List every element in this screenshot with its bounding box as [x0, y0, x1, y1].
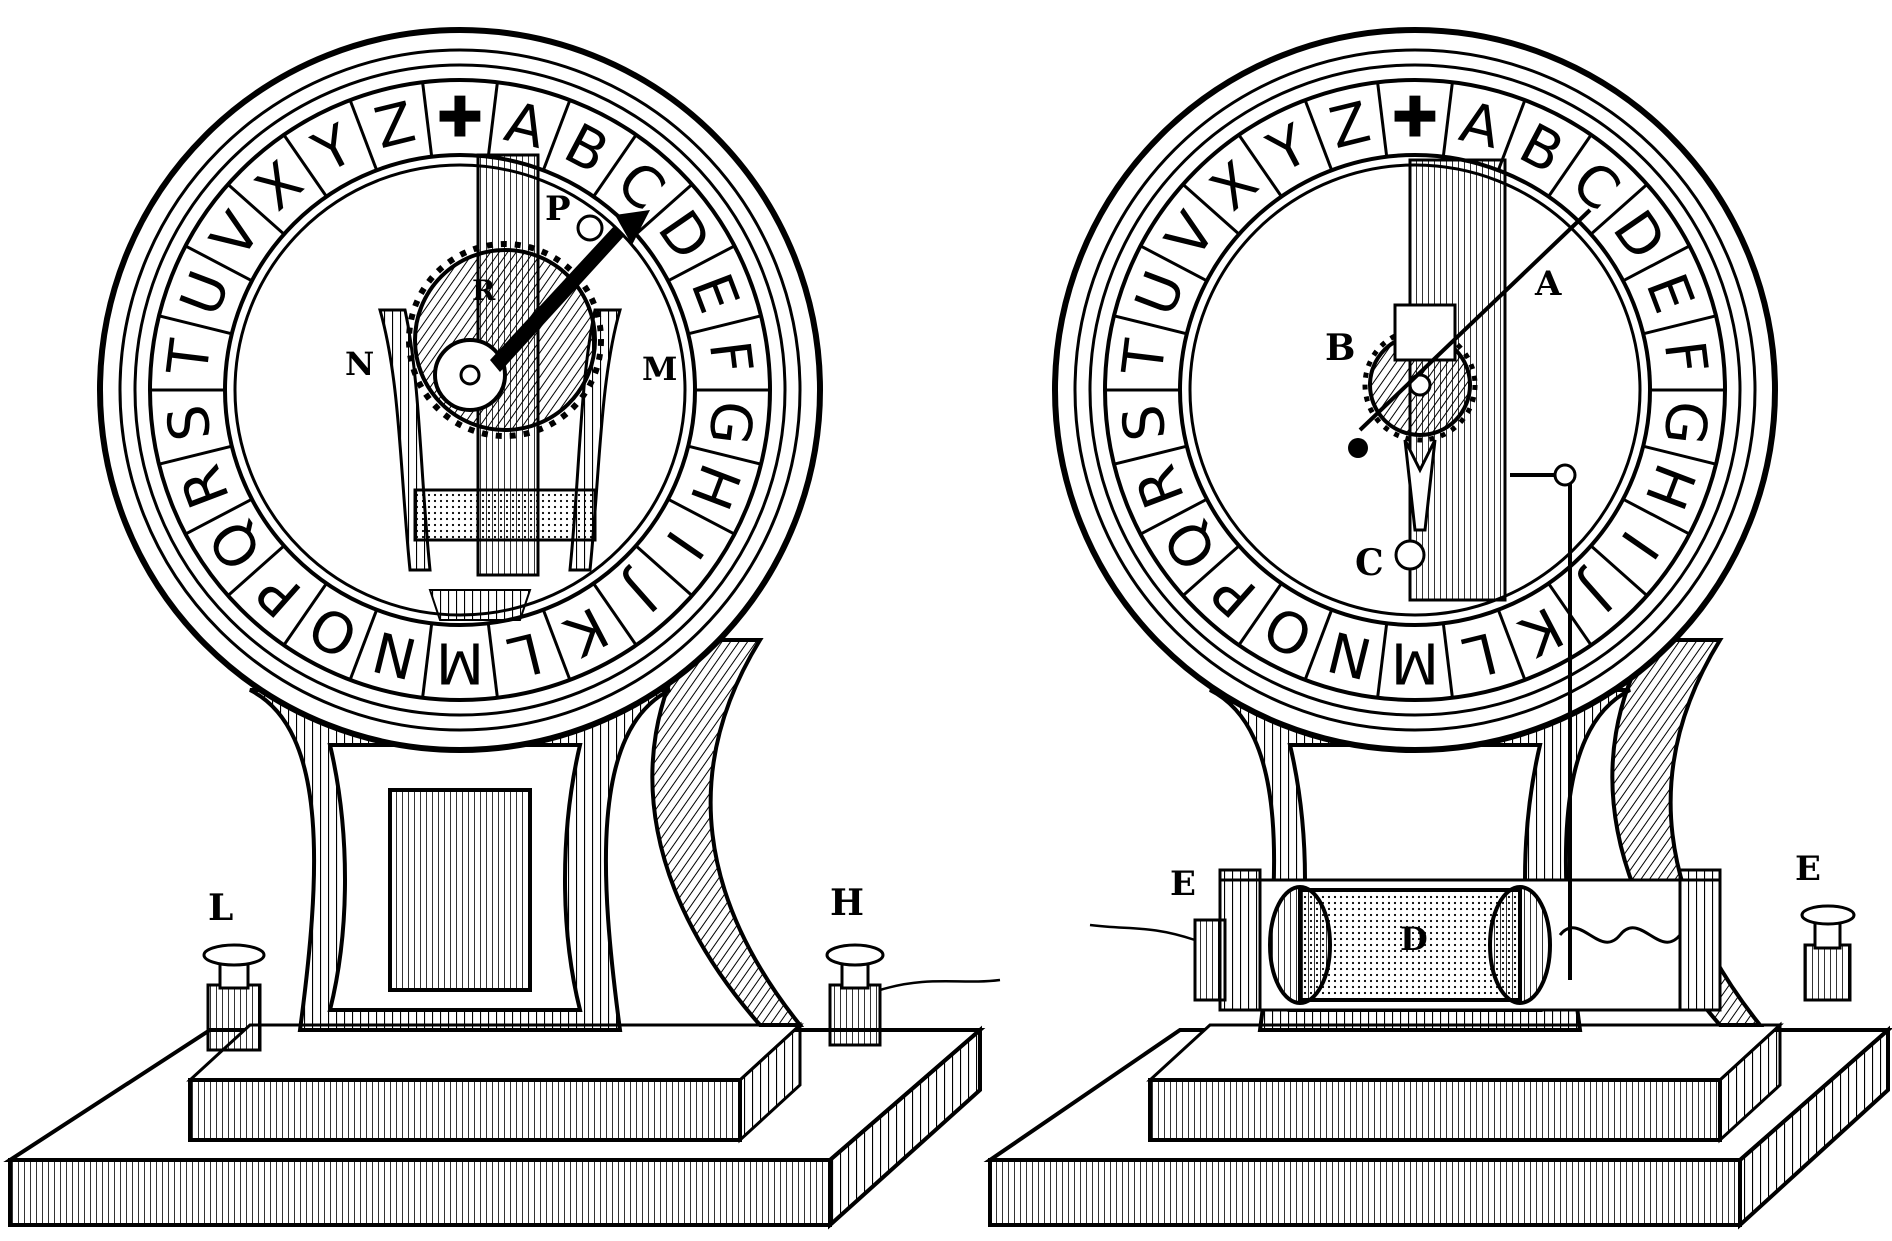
right-dial-divider: [1441, 82, 1454, 157]
spring-coil: [1558, 926, 1682, 944]
right-mechanism: [1348, 158, 1592, 980]
label-A: A: [1534, 264, 1562, 304]
right-dial-divider: [1642, 444, 1717, 466]
left-dial-letter-g: G: [695, 397, 765, 448]
terminal-H: [825, 943, 1001, 1047]
left-dial-cross: ✚: [437, 86, 484, 151]
label-P: P: [545, 189, 571, 229]
left-dial-divider: [184, 244, 253, 283]
right-dial-divider: [1139, 497, 1208, 536]
left-dial-dividers: [150, 82, 770, 698]
right-dial-divider: [1589, 183, 1648, 236]
label-R: R: [472, 274, 496, 307]
left-dial-divider: [634, 183, 693, 236]
left-dial-divider: [282, 134, 328, 198]
right-dial-letter-m: M: [1391, 630, 1439, 695]
right-pointer-needle: [1358, 208, 1592, 432]
left-dial-divider: [667, 244, 736, 283]
right-dial-divider: [1237, 582, 1283, 646]
left-dial-divider: [421, 623, 434, 698]
left-dial-divider: [592, 134, 638, 198]
label-L: L: [208, 887, 233, 929]
right-dial-divider: [1622, 497, 1691, 536]
left-dial-divider: [227, 183, 286, 236]
right-dial-divider: [1139, 244, 1208, 283]
right-dial-divider: [1182, 544, 1241, 597]
right-dial-divider: [1376, 82, 1389, 157]
right-dial-letter-t: T: [1111, 336, 1180, 380]
right-dial-divider: [1237, 134, 1283, 198]
left-pedestal: [249, 638, 805, 1032]
left-dial-divider: [348, 99, 379, 171]
left-pointer-needle: [490, 225, 625, 372]
right-plinth: [1146, 1021, 1784, 1144]
right-dial-divider: [1303, 99, 1334, 171]
left-dial-divider: [282, 582, 328, 646]
right-dial-divider: [1622, 244, 1691, 283]
right-dial-divider: [1303, 609, 1334, 681]
right-dial-divider: [1547, 134, 1593, 198]
left-dial-letter-f: F: [696, 337, 764, 377]
right-dial-cross: ✚: [1392, 86, 1439, 151]
left-dial-divider: [348, 609, 379, 681]
right-dial-divider: [1441, 623, 1454, 698]
electromagnet-D: [1218, 868, 1722, 1012]
right-dial-dividers: [1105, 82, 1725, 698]
right-dial-divider: [1182, 183, 1241, 236]
label-E-left: E: [1170, 864, 1196, 904]
left-dial-divider: [486, 82, 499, 157]
left-dial-divider: [634, 544, 693, 597]
right-dial-letter-s: S: [1111, 401, 1180, 444]
left-dial-divider: [541, 99, 572, 171]
right-dial-letter-f: F: [1651, 337, 1719, 377]
left-dial-divider: [158, 444, 233, 466]
right-dial-divider: [1113, 314, 1188, 336]
left-dial-divider: [184, 497, 253, 536]
left-plinth: [186, 1021, 804, 1144]
left-dial-divider: [158, 314, 233, 336]
left-dial-letter-m: M: [436, 630, 484, 695]
label-D: D: [1400, 920, 1428, 958]
left-dial-divider: [687, 444, 762, 466]
right-dial-divider: [1496, 609, 1527, 681]
left-dial-letter-s: S: [156, 401, 225, 444]
label-M: M: [642, 350, 677, 388]
left-dial-divider: [687, 314, 762, 336]
left-dial-divider: [421, 82, 434, 157]
label-B: B: [1325, 327, 1355, 369]
left-mechanism: [378, 153, 650, 621]
right-dial-letter-g: G: [1650, 397, 1720, 448]
label-E-right: E: [1795, 849, 1821, 889]
terminal-E-right: [1800, 904, 1856, 1002]
label-N: N: [345, 345, 374, 383]
left-dial-divider: [592, 582, 638, 646]
left-dial-divider: [541, 609, 572, 681]
left-dial-divider: [486, 623, 499, 698]
terminal-L: [202, 943, 266, 1052]
right-dial-divider: [1376, 623, 1389, 698]
terminal-E-left: [1089, 918, 1227, 1002]
label-H: H: [830, 882, 864, 924]
left-dial-letter-t: T: [156, 336, 225, 380]
right-dial-divider: [1589, 544, 1648, 597]
label-C: C: [1355, 542, 1384, 584]
right-dial-divider: [1113, 444, 1188, 466]
left-dial-divider: [227, 544, 286, 597]
right-dial-divider: [1642, 314, 1717, 336]
left-dial-divider: [667, 497, 736, 536]
